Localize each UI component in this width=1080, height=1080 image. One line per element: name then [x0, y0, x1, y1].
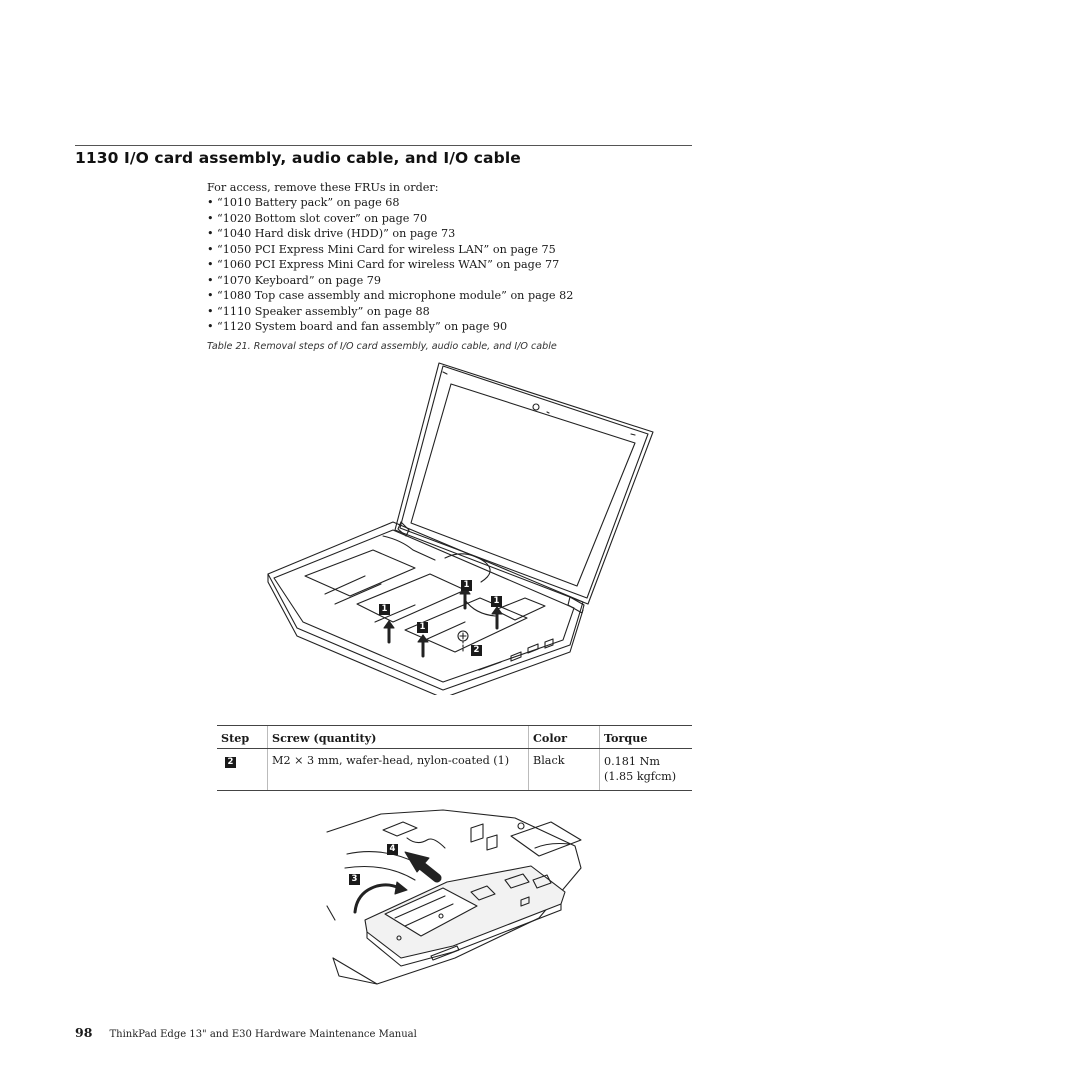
step-cell: 2	[217, 748, 268, 791]
callout-1: 1	[491, 596, 502, 607]
fru-link[interactable]: “1060 PCI Express Mini Card for wireless…	[217, 258, 560, 272]
fru-link[interactable]: “1050 PCI Express Mini Card for wireless…	[217, 242, 556, 256]
intro-text: For access, remove these FRUs in order:	[207, 181, 439, 194]
table-row: 2 M2 × 3 mm, wafer-head, nylon-coated (1…	[217, 748, 692, 791]
callout-2: 2	[471, 645, 482, 656]
callout-1: 1	[417, 622, 428, 633]
page-footer: 98 ThinkPad Edge 13" and E30 Hardware Ma…	[75, 1022, 417, 1041]
table-header-row: Step Screw (quantity) Color Torque	[217, 725, 692, 749]
torque-cell: 0.181 Nm (1.85 kgfcm)	[599, 748, 692, 791]
header-torque: Torque	[599, 725, 692, 749]
list-item: •“1110 Speaker assembly” on page 88	[207, 304, 573, 320]
laptop-disassembly-figure: 1 1 1 1 2	[265, 360, 665, 695]
screw-cell: M2 × 3 mm, wafer-head, nylon-coated (1)	[267, 748, 529, 791]
bullet: •	[207, 273, 214, 287]
list-item: •“1070 Keyboard” on page 79	[207, 273, 573, 289]
io-card-drawing	[326, 809, 582, 985]
list-item: •“1060 PCI Express Mini Card for wireles…	[207, 257, 573, 273]
header-color: Color	[528, 725, 600, 749]
bullet: •	[207, 242, 214, 256]
torque-kgfcm: (1.85 kgfcm)	[604, 770, 677, 783]
step-badge: 2	[225, 757, 236, 768]
bullet: •	[207, 289, 214, 303]
fru-link[interactable]: “1120 System board and fan assembly” on …	[217, 320, 508, 334]
section-title: 1130 I/O card assembly, audio cable, and…	[75, 149, 521, 167]
list-item: •“1040 Hard disk drive (HDD)” on page 73	[207, 226, 573, 242]
bullet: •	[207, 320, 214, 334]
callout-3: 3	[349, 874, 360, 885]
header-screw: Screw (quantity)	[267, 725, 529, 749]
bullet: •	[207, 227, 214, 241]
fru-list: •“1010 Battery pack” on page 68 •“1020 B…	[207, 195, 573, 335]
list-item: •“1050 PCI Express Mini Card for wireles…	[207, 242, 573, 258]
section-rule	[75, 145, 692, 146]
bullet: •	[207, 211, 214, 225]
list-item: •“1120 System board and fan assembly” on…	[207, 319, 573, 335]
color-cell: Black	[528, 748, 600, 791]
torque-nm: 0.181 Nm	[604, 755, 660, 768]
fru-link[interactable]: “1080 Top case assembly and microphone m…	[217, 289, 574, 303]
bullet: •	[207, 258, 214, 272]
callout-1: 1	[461, 580, 472, 591]
fru-link[interactable]: “1040 Hard disk drive (HDD)” on page 73	[217, 227, 456, 241]
table-caption: Table 21. Removal steps of I/O card asse…	[207, 341, 557, 352]
fru-link[interactable]: “1010 Battery pack” on page 68	[217, 196, 400, 209]
page-number: 98	[75, 1025, 93, 1040]
list-item: •“1020 Bottom slot cover” on page 70	[207, 211, 573, 227]
fru-link[interactable]: “1070 Keyboard” on page 79	[217, 273, 381, 287]
bullet: •	[207, 196, 214, 209]
header-step: Step	[217, 725, 268, 749]
fru-link[interactable]: “1020 Bottom slot cover” on page 70	[217, 211, 428, 225]
list-item: •“1010 Battery pack” on page 68	[207, 195, 573, 211]
screw-table: Step Screw (quantity) Color Torque 2 M2 …	[217, 725, 692, 791]
io-card-removal-figure: 4 3	[325, 808, 585, 986]
list-item: •“1080 Top case assembly and microphone …	[207, 288, 573, 304]
bullet: •	[207, 304, 214, 318]
callout-1: 1	[379, 604, 390, 615]
manual-title: ThinkPad Edge 13" and E30 Hardware Maint…	[109, 1029, 417, 1040]
laptop-drawing	[267, 362, 654, 695]
callout-4: 4	[387, 844, 398, 855]
fru-link[interactable]: “1110 Speaker assembly” on page 88	[217, 304, 430, 318]
